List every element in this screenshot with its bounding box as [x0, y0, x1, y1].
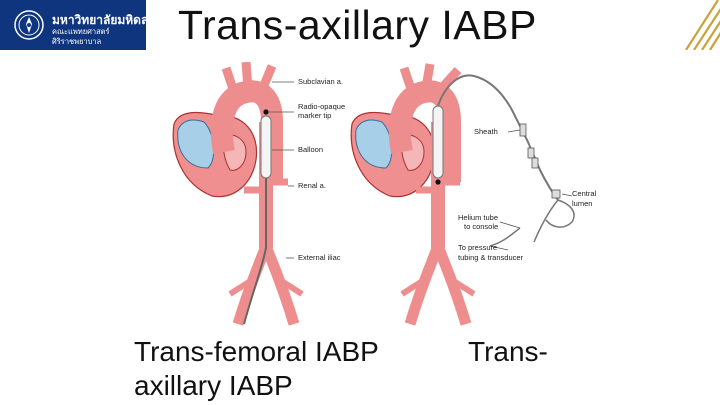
label-external-iliac: External iliac — [298, 253, 341, 262]
logo-university-name: มหาวิทยาลัยมหิดล — [52, 13, 149, 27]
iabp-diagram: Subclavian a. Radio-opaque marker tip Ba… — [172, 62, 597, 326]
label-helium-tube: Helium tube — [458, 213, 498, 222]
caption-trans-axillary-start: Trans- — [468, 336, 548, 367]
right-anatomy — [350, 63, 575, 326]
right-leader-lines — [489, 129, 573, 251]
label-sheath: Sheath — [474, 127, 498, 136]
label-to-pressure: To pressure — [458, 243, 497, 252]
label-marker-tip: marker tip — [298, 111, 331, 120]
label-balloon: Balloon — [298, 145, 323, 154]
caption-trans-femoral: Trans-femoral IABP — [134, 336, 379, 367]
decorative-stripes — [685, 0, 720, 50]
iabp-illustration: Subclavian a. Radio-opaque marker tip Ba… — [168, 62, 608, 338]
label-tubing-transducer: tubing & transducer — [458, 253, 524, 262]
label-radio-opaque: Radio-opaque — [298, 102, 345, 111]
university-logo: มหาวิทยาลัยมหิดล คณะแพทยศาสตร์ ศิริราชพย… — [0, 0, 149, 50]
seal-icon — [14, 10, 44, 40]
label-lumen: lumen — [572, 199, 592, 208]
slide-title: Trans-axillary IABP — [178, 2, 537, 48]
caption-trans-axillary-end: axillary IABP — [134, 370, 293, 401]
label-subclavian: Subclavian a. — [298, 77, 343, 86]
label-renal: Renal a. — [298, 181, 326, 190]
slide-header: มหาวิทยาลัยมหิดล คณะแพทยศาสตร์ ศิริราชพย… — [0, 0, 720, 50]
logo-hospital-name: ศิริราชพยาบาล — [52, 37, 102, 46]
logo-faculty-name: คณะแพทยศาสตร์ — [52, 27, 110, 36]
label-to-console: to console — [464, 222, 498, 231]
left-anatomy — [172, 62, 304, 326]
label-central: Central — [572, 189, 597, 198]
left-leader-lines — [268, 81, 294, 259]
